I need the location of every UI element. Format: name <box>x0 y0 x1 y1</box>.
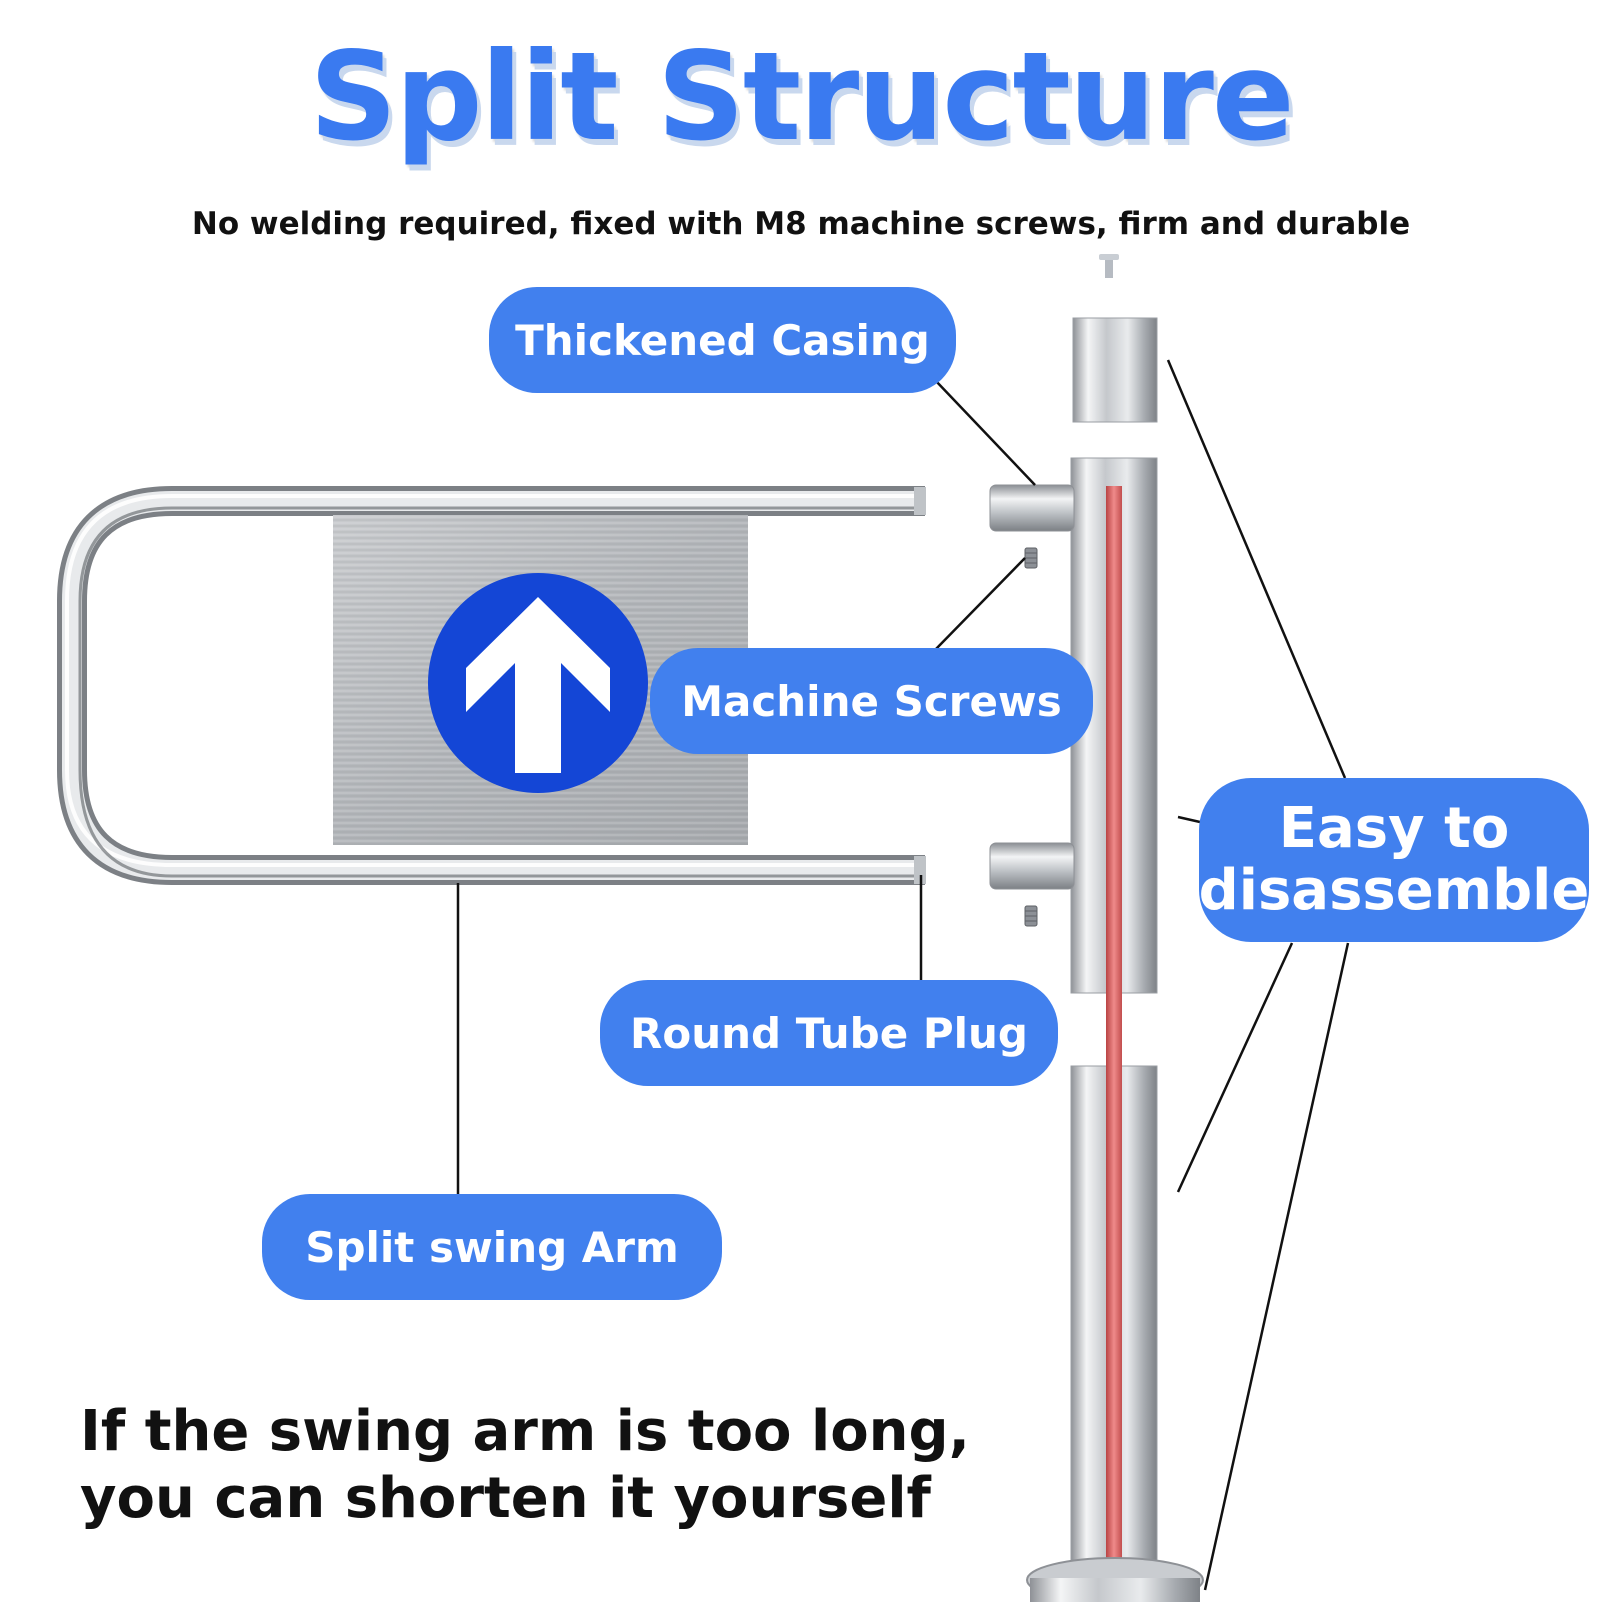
label-easy-to-disassemble: Easy to disassemble <box>1199 778 1589 942</box>
upper-connector <box>989 484 1075 532</box>
footnote: If the swing arm is too long, you can sh… <box>80 1398 980 1532</box>
top-cap <box>1072 254 1158 423</box>
swing-arm <box>57 486 926 885</box>
footnote-line1: If the swing arm is too long, <box>80 1399 970 1464</box>
label-text-line1: Easy to <box>1278 796 1510 862</box>
leader-easy-3 <box>1176 942 1294 1193</box>
page-subtitle: No welding required, fixed with M8 machi… <box>191 206 1411 242</box>
label-machine-screws: Machine Screws <box>650 648 1093 754</box>
label-text: Thickened Casing <box>515 315 930 365</box>
leader-thickened-casing <box>934 379 1036 486</box>
leader-easy-4 <box>1203 942 1350 1591</box>
leader-machine-screws <box>934 557 1026 651</box>
label-text: Split swing Arm <box>305 1222 679 1272</box>
footnote-line2: you can shorten it yourself <box>80 1466 931 1532</box>
arrow-up-icon <box>428 573 648 793</box>
label-text: Machine Screws <box>681 676 1062 726</box>
label-thickened-casing: Thickened Casing <box>489 287 956 393</box>
screw-icon <box>1024 905 1038 927</box>
label-round-tube-plug: Round Tube Plug <box>600 980 1058 1086</box>
label-text: Round Tube Plug <box>630 1008 1028 1058</box>
lower-post <box>1026 1000 1204 1602</box>
page-title: Split Structure <box>309 26 1294 168</box>
screw-icon <box>1024 547 1038 569</box>
leader-easy-1 <box>1166 359 1347 779</box>
label-text-line2: disassemble <box>1198 858 1590 923</box>
label-split-swing-arm: Split swing Arm <box>262 1194 722 1300</box>
lower-connector <box>989 842 1075 890</box>
leader-lines <box>456 359 1350 1591</box>
leader-easy-2 <box>1177 815 1201 824</box>
